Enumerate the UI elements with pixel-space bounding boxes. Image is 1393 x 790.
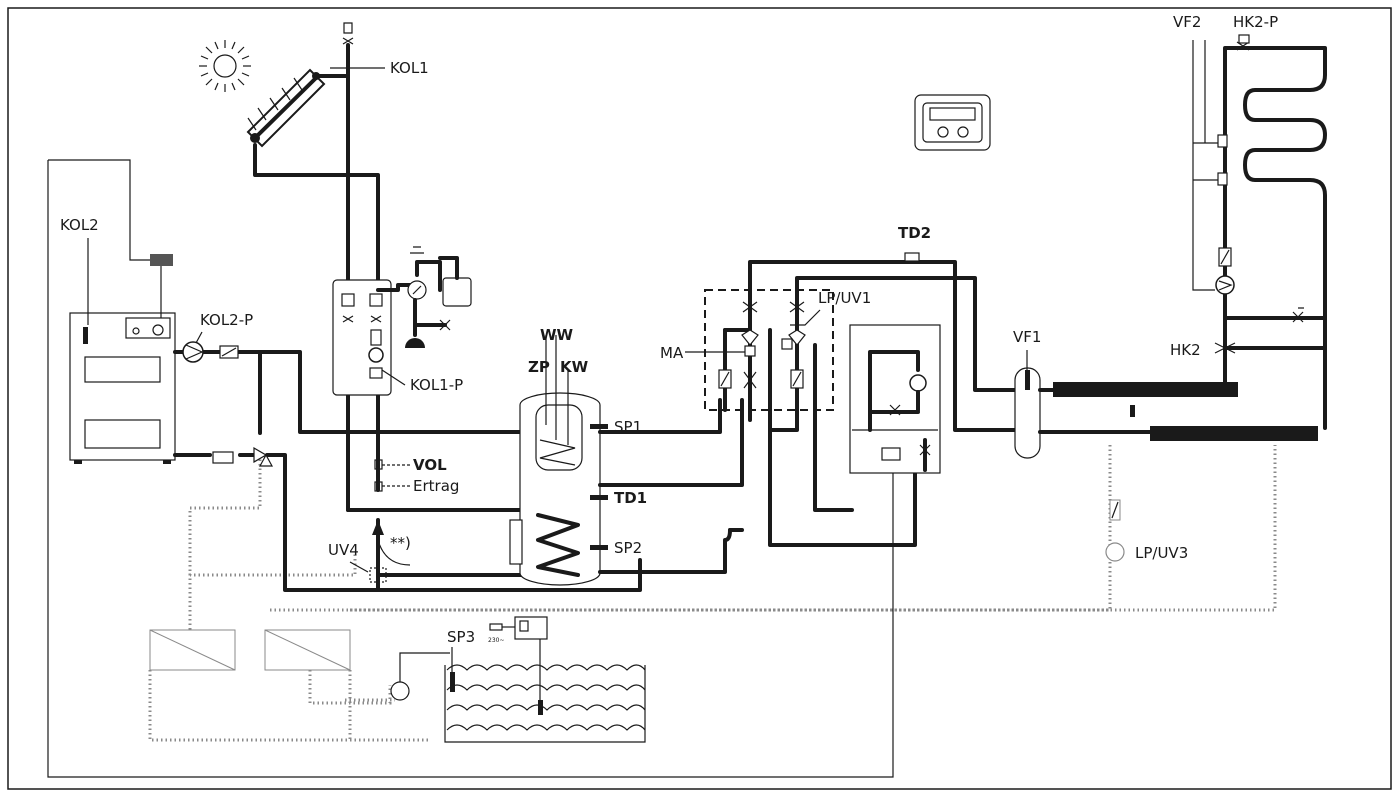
lp-uv3: LP/UV3	[1105, 499, 1188, 562]
pool-icon: SP3	[390, 628, 646, 743]
vf2-label: VF2	[1173, 13, 1201, 31]
vf1-separator: VF1	[1013, 328, 1152, 459]
uv4-label: UV4	[328, 541, 359, 559]
hk2-p-label: HK2-P	[1233, 13, 1278, 31]
hk2-label: HK2	[1170, 341, 1201, 359]
solar-collector: KOL1	[246, 22, 429, 512]
expansion-vessel-icon	[442, 277, 472, 307]
footnote-label: **)	[390, 534, 411, 552]
sp2-label: SP2	[614, 539, 642, 557]
outer-frame	[7, 7, 1392, 790]
kol2-label: KOL2	[60, 216, 99, 234]
td2-label: TD2	[898, 224, 931, 242]
kol1-p-label: KOL1-P	[410, 376, 463, 394]
kol2-boiler: KOL2	[47, 159, 894, 778]
controller-icon	[914, 94, 991, 151]
pool-controller: 230~	[488, 616, 548, 644]
vol-label: VOL	[413, 456, 447, 474]
kol1-pump-icon	[368, 347, 384, 363]
kw-label: KW	[560, 358, 589, 376]
kol2-circuit: KOL2-P	[173, 311, 642, 592]
td1-label: TD1	[614, 489, 647, 507]
manifolds	[1053, 382, 1318, 441]
boiler-controller-icon	[150, 254, 173, 266]
storage-tank: WW ZP KW SP1 TD1 SP2	[509, 326, 744, 586]
lp-uv1-label: LP/UV1	[818, 289, 871, 307]
heat-module	[849, 324, 941, 474]
sp3-label: SP3	[447, 628, 475, 646]
pool-pump-icon	[390, 681, 410, 701]
uv4-valve: **) UV4	[328, 508, 527, 592]
hk2-circuit: VF2 HK2-P HK2	[1170, 13, 1327, 430]
zp-label: ZP	[528, 358, 550, 376]
vf1-label: VF1	[1013, 328, 1041, 346]
lp-uv3-label: LP/UV3	[1135, 544, 1188, 562]
sensor-wiring	[148, 445, 1277, 742]
sun-icon	[199, 40, 251, 92]
ertrag-label: Ertrag	[413, 477, 459, 495]
ww-label: WW	[540, 326, 574, 344]
three-way-valve-icon	[253, 446, 274, 467]
kol2-p-label: KOL2-P	[200, 311, 253, 329]
kol1-pump-station: KOL1-P	[332, 246, 472, 396]
mixer-group: TD2 MA LP/UV1	[660, 224, 1017, 512]
mains-label: 230~	[488, 637, 504, 644]
kol1-label: KOL1	[390, 59, 429, 77]
ma-label: MA	[660, 344, 684, 362]
yield-sensors: VOL Ertrag	[374, 456, 459, 495]
heat-exchanger-icon	[149, 629, 351, 671]
